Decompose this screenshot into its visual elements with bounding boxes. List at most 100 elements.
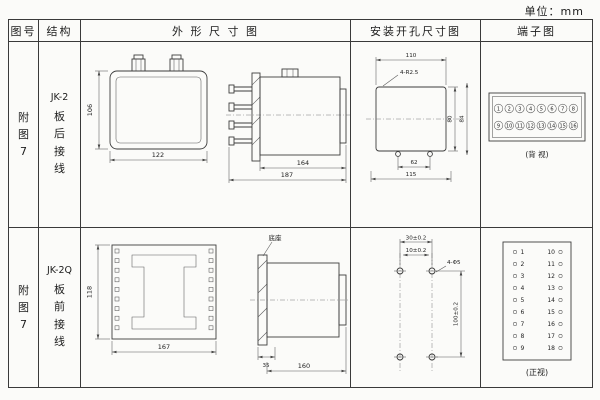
mounting-cell-jk2q: 30±0.2 10±0.2 4-Φ5 100±0.2 <box>350 227 481 388</box>
terminal-number: 14 <box>548 123 554 129</box>
terminal-number: 13 <box>538 123 544 129</box>
terminal-number: 4 <box>529 106 532 112</box>
terminal-number: 5 <box>520 297 524 304</box>
dim-jk2-hole-span: 62 <box>410 160 417 166</box>
terminal-number: 5 <box>539 106 542 112</box>
terminal-diagram-jk2q: 1 2 3 4 5 6 7 8 9 10 11 12 13 <box>502 241 571 377</box>
terminal-number: 13 <box>547 285 555 292</box>
terminal-number: 7 <box>520 321 524 328</box>
model-label: JK-2 <box>50 92 69 104</box>
terminal-number: 7 <box>561 106 564 112</box>
view-label-rear: (背 视) <box>525 149 548 159</box>
terminal-number: 8 <box>520 333 524 340</box>
drill-dimensions: 30±0.2 10±0.2 4-Φ5 100±0.2 <box>399 235 465 357</box>
side-view <box>225 68 350 161</box>
outline-cell-jk2q: 118 167 底座 <box>80 227 351 388</box>
fig-no-text: 附图7 <box>18 110 29 159</box>
terminal-number: 1 <box>520 249 524 256</box>
spec-table: 图号 结构 外 形 尺 寸 图 安装开孔尺寸图 端子图 附图7 JK-2 板后接… <box>8 19 593 388</box>
dim-jk2q-front-width: 167 <box>157 343 169 351</box>
col-header-outline: 外 形 尺 寸 图 <box>80 19 351 42</box>
terminal-number: 9 <box>496 123 499 129</box>
terminal-number: 10 <box>547 249 555 256</box>
mounting-cell-jk2: 110 4-R2.5 80 84 62 <box>350 41 481 228</box>
terminal-number: 18 <box>547 345 555 352</box>
mounting-drawing-jk2q: 30±0.2 10±0.2 4-Φ5 100±0.2 <box>393 235 465 371</box>
wiring-label: 板前接线 <box>54 283 65 348</box>
terminal-diagram-jk2: 1 2 3 4 5 6 7 8 9 10 11 12 13 <box>488 92 585 159</box>
terminal-number: 6 <box>520 309 524 316</box>
dim-jk2q-base-depth: 35 <box>262 363 270 369</box>
dim-jk2-cutout-height-inner: 80 <box>447 115 453 123</box>
outline-drawing-jk2q: 118 167 底座 <box>85 233 350 374</box>
terminal-number: 4 <box>520 285 524 292</box>
terminal-number: 15 <box>547 309 555 316</box>
unit-label: 单位：mm <box>524 5 584 18</box>
row-jk2: 附图7 JK-2 板后接线 <box>8 41 593 228</box>
terminal-number: 2 <box>507 106 510 112</box>
dim-jk2q-span-v: 100±0.2 <box>453 301 459 325</box>
terminal-number: 2 <box>520 261 524 268</box>
cutout-shape <box>365 86 466 157</box>
fig-no-cell-jk2: 附图7 <box>8 41 39 228</box>
terminal-number: 16 <box>570 123 576 129</box>
terminal-numbers-right: 10 11 12 13 14 15 16 17 18 <box>547 249 562 352</box>
dim-jk2q-side-length: 160 <box>297 362 309 370</box>
terminal-number: 9 <box>520 345 524 352</box>
dim-jk2q-front-height: 118 <box>85 285 93 297</box>
front-dimensions: 106 122 <box>86 70 207 163</box>
side-view: 底座 <box>249 233 350 345</box>
side-dimensions: 35 160 <box>257 326 346 374</box>
front-view <box>109 54 207 149</box>
outline-cell-jk2: 106 122 <box>80 41 351 228</box>
dim-jk2-cutout-width: 110 <box>405 53 416 59</box>
structure-cell-jk2: JK-2 板后接线 <box>38 41 81 228</box>
note-jk2q-hole: 4-Φ5 <box>447 260 461 266</box>
terminal-cell-jk2q: 1 2 3 4 5 6 7 8 9 10 11 12 13 <box>480 227 593 388</box>
terminal-number: 15 <box>559 123 565 129</box>
terminal-number: 16 <box>547 321 555 328</box>
header-row: 图号 结构 外 形 尺 寸 图 安装开孔尺寸图 端子图 <box>8 19 593 42</box>
terminal-number: 14 <box>547 297 555 304</box>
dim-jk2-side-total: 187 <box>280 171 292 179</box>
terminal-number: 11 <box>547 261 555 268</box>
terminal-number: 8 <box>571 106 574 112</box>
terminal-numbers-left: 1 2 3 4 5 6 7 8 9 <box>512 249 524 352</box>
col-header-fig-no: 图号 <box>8 19 39 42</box>
wiring-label: 板后接线 <box>54 110 65 175</box>
front-view <box>111 244 216 339</box>
col-header-mounting: 安装开孔尺寸图 <box>350 19 481 42</box>
terminal-cell-jk2: 1 2 3 4 5 6 7 8 9 10 11 12 13 <box>480 41 593 228</box>
outline-drawing-jk2: 106 122 <box>86 54 350 183</box>
base-label: 底座 <box>268 233 282 242</box>
terminal-number: 11 <box>516 123 522 129</box>
terminal-number: 12 <box>527 123 533 129</box>
front-dimensions: 118 167 <box>85 244 216 355</box>
note-jk2-corner-radius: 4-R2.5 <box>400 70 419 76</box>
dim-jk2q-span-inner: 10±0.2 <box>405 248 426 254</box>
col-header-structure: 结构 <box>38 19 81 42</box>
cutout-dimensions: 110 4-R2.5 80 84 62 <box>370 53 468 182</box>
dim-jk2q-span-h: 30±0.2 <box>405 235 426 241</box>
terminal-block <box>502 241 571 360</box>
terminal-number: 17 <box>547 333 555 340</box>
terminal-number: 1 <box>496 106 499 112</box>
dim-jk2-cutout-width-bottom: 115 <box>405 172 416 178</box>
dim-jk2-front-height: 106 <box>86 103 94 115</box>
fig-no-text: 附图7 <box>18 283 29 332</box>
row-jk2q: 附图7 JK-2Q 板前接线 <box>8 227 593 388</box>
dim-jk2-side-body: 164 <box>296 159 308 167</box>
dim-jk2-front-width: 122 <box>151 151 163 159</box>
mounting-drawing-jk2: 110 4-R2.5 80 84 62 <box>365 53 468 182</box>
terminal-block <box>488 92 585 141</box>
terminal-number: 10 <box>506 123 512 129</box>
terminal-numbers-bottom: 9 10 11 12 13 14 15 16 <box>493 120 578 130</box>
fig-no-cell-jk2q: 附图7 <box>8 227 39 388</box>
side-dimensions: 164 187 <box>228 144 346 183</box>
terminal-number: 12 <box>547 273 555 280</box>
terminal-numbers-top: 1 2 3 4 5 6 7 8 <box>493 103 578 113</box>
structure-cell-jk2q: JK-2Q 板前接线 <box>38 227 81 388</box>
terminal-number: 3 <box>520 273 524 280</box>
drill-pattern <box>393 252 438 371</box>
